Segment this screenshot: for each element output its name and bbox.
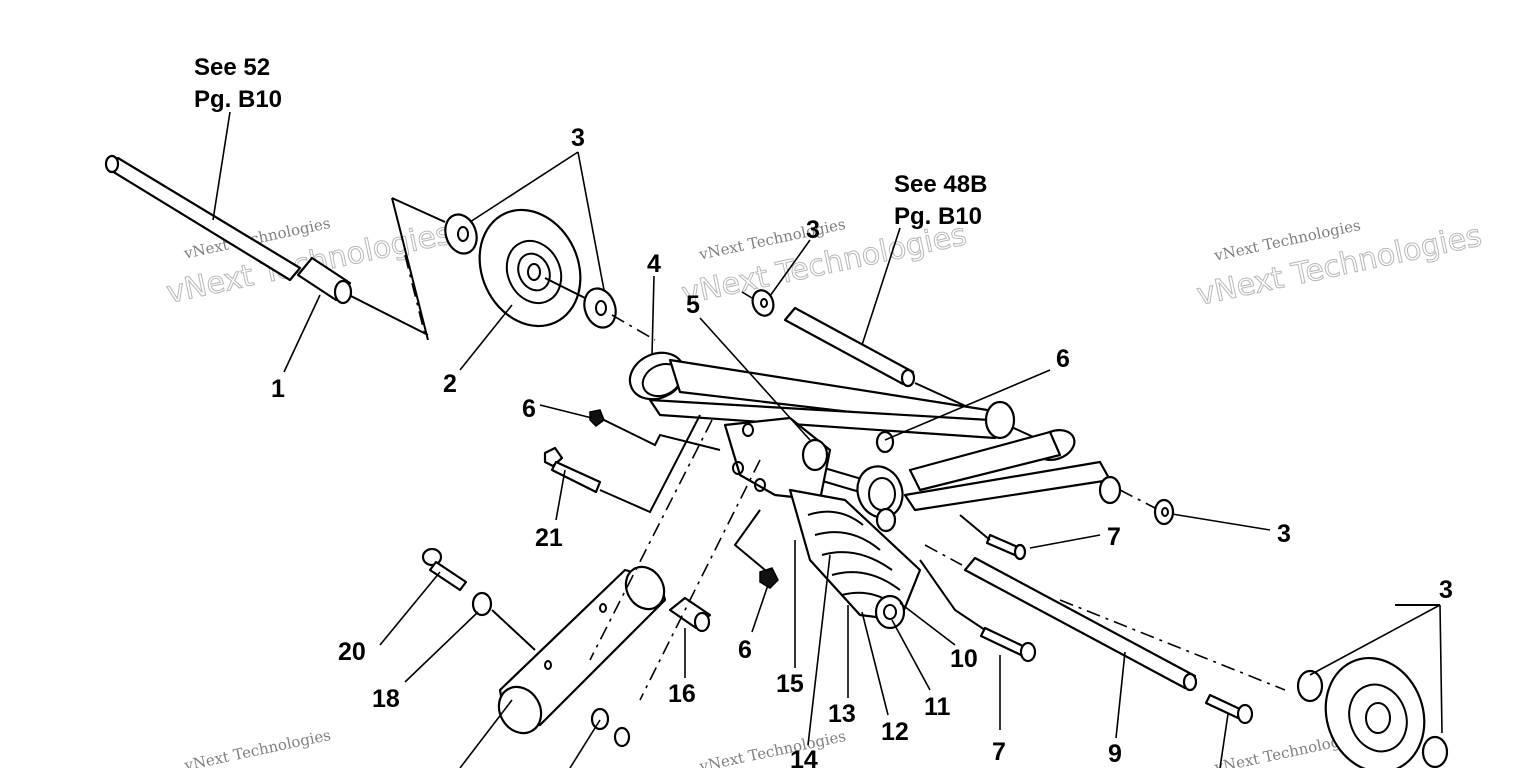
nut: [589, 409, 605, 427]
washer: [1153, 498, 1175, 526]
washer: [471, 591, 493, 617]
leader-lines: [212, 111, 1443, 768]
callout-1: 1: [271, 375, 285, 403]
bolt: [979, 626, 1037, 663]
callout-12: 12: [881, 718, 909, 746]
washer: [583, 287, 617, 329]
front-rod: [783, 306, 916, 388]
callout-6: 6: [738, 636, 752, 664]
callout-20: 20: [338, 638, 366, 666]
callout-7: 7: [992, 738, 1006, 766]
callout-7: 7: [1107, 523, 1121, 551]
callout-9: 9: [1108, 740, 1122, 768]
rocker-link: [497, 565, 667, 735]
watermark-top-right: vNext Technologies vNext Technologies: [1193, 216, 1485, 313]
nut: [759, 567, 779, 589]
rear-shaft: [104, 154, 302, 282]
callout-14: 14: [790, 746, 818, 768]
idler-wheel: [1296, 656, 1449, 768]
callout-21: 21: [535, 524, 563, 552]
lower-shaft: [963, 556, 1198, 692]
bolt: [543, 446, 602, 494]
callout-18: 18: [372, 685, 400, 713]
callout-3: 3: [571, 124, 585, 152]
callout-3: 3: [1439, 576, 1453, 604]
bolt: [421, 547, 468, 592]
callout-11: 11: [924, 693, 951, 721]
watermark-bottom-left: vNext Technologies: [182, 726, 332, 768]
callout-15: 15: [776, 670, 804, 698]
washer: [590, 707, 610, 731]
nut: [613, 726, 631, 748]
washer: [751, 289, 775, 317]
reference-note-rod: See 48B: [894, 171, 987, 198]
bushing: [668, 596, 712, 633]
bolt: [985, 533, 1027, 561]
callout-16: 16: [668, 680, 696, 708]
callout-10: 10: [950, 645, 978, 673]
shock-spring: [788, 488, 922, 630]
callout-2: 2: [443, 370, 457, 398]
svg-text:vNext Technologies: vNext Technologies: [697, 727, 847, 768]
callout-5: 5: [686, 291, 700, 319]
svg-text:vNext Technologies: vNext Technologies: [182, 726, 332, 768]
reference-note-shaft-page: Pg. B10: [194, 86, 282, 113]
shaft-centerline: [344, 292, 429, 336]
watermark-bottom-center: vNext Technologies: [697, 727, 847, 768]
callout-6: 6: [522, 395, 536, 423]
idler-wheel: [478, 208, 582, 328]
bolt: [1204, 693, 1254, 725]
callout-4: 4: [647, 250, 661, 278]
mount-bracket: [723, 416, 832, 502]
spacer: [296, 256, 353, 305]
bracket-line: [391, 197, 429, 341]
callout-3: 3: [1277, 520, 1291, 548]
washer: [444, 213, 478, 255]
reference-note-shaft: See 52: [194, 54, 270, 81]
callout-13: 13: [828, 700, 856, 728]
callout-3: 3: [806, 216, 820, 244]
callout-6: 6: [1056, 345, 1070, 373]
reference-note-rod-page: Pg. B10: [894, 203, 982, 230]
